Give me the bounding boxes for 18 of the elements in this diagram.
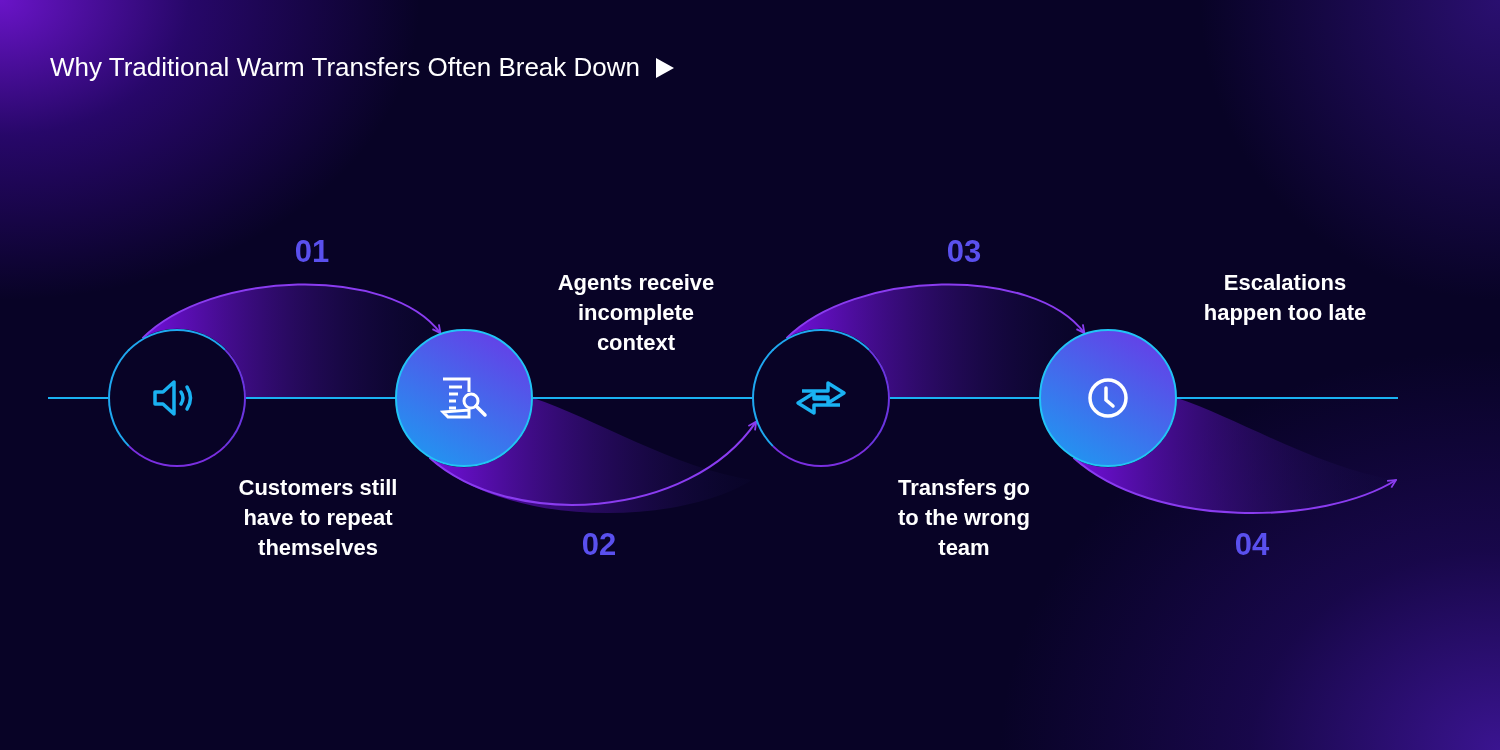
connector-line	[47, 397, 109, 399]
curved-arrow	[141, 283, 442, 340]
connector-line	[889, 397, 1040, 399]
connector-line	[1176, 397, 1399, 399]
curved-arrow	[1072, 456, 1397, 514]
step-number: 01	[293, 234, 331, 270]
connector-line	[532, 397, 753, 399]
step-caption: Escalations happen too late	[1202, 269, 1368, 327]
step-caption: Agents receive incomplete context	[556, 269, 716, 357]
curved-arrow	[785, 283, 1086, 340]
curved-arrow	[428, 420, 758, 506]
step-caption: Transfers go to the wrong team	[896, 474, 1031, 562]
step-number: 03	[945, 234, 983, 270]
step-caption: Customers still have to repeat themselves	[237, 474, 399, 562]
title: Why Traditional Warm Transfers Often Break Down	[50, 52, 640, 83]
connector-line	[245, 397, 396, 399]
step-number: 02	[580, 527, 618, 563]
step-number: 04	[1233, 527, 1271, 563]
